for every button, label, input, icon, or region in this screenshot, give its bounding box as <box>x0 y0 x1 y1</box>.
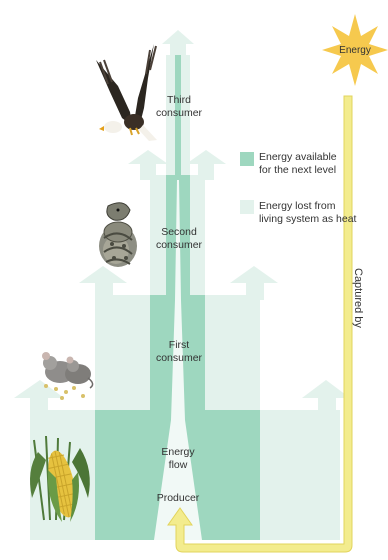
heat-arrow-left-first <box>79 266 127 300</box>
legend-lost-text: Energy lost from living system as heat <box>259 200 356 226</box>
captured-by-label: Captured by <box>352 268 364 328</box>
label-third-consumer: Third consumer <box>152 94 206 120</box>
label-first-consumer: First consumer <box>148 339 210 365</box>
eagle-icon <box>96 44 157 141</box>
legend-swatch-available <box>240 152 254 166</box>
heat-arrow-top <box>162 30 194 56</box>
heat-arrow-right-first <box>230 266 278 300</box>
label-producer: Producer <box>146 492 210 505</box>
heat-arrow-left-producer <box>14 380 64 415</box>
legend-available-text: Energy available for the next level <box>259 151 337 177</box>
label-energy-flow: Energy flow <box>150 446 206 472</box>
legend-swatch-lost <box>240 200 254 214</box>
rattlesnake-icon <box>99 203 137 267</box>
label-second-consumer: Second consumer <box>148 226 210 252</box>
sun-label: Energy <box>335 44 375 57</box>
heat-arrow-right-producer <box>302 380 350 415</box>
